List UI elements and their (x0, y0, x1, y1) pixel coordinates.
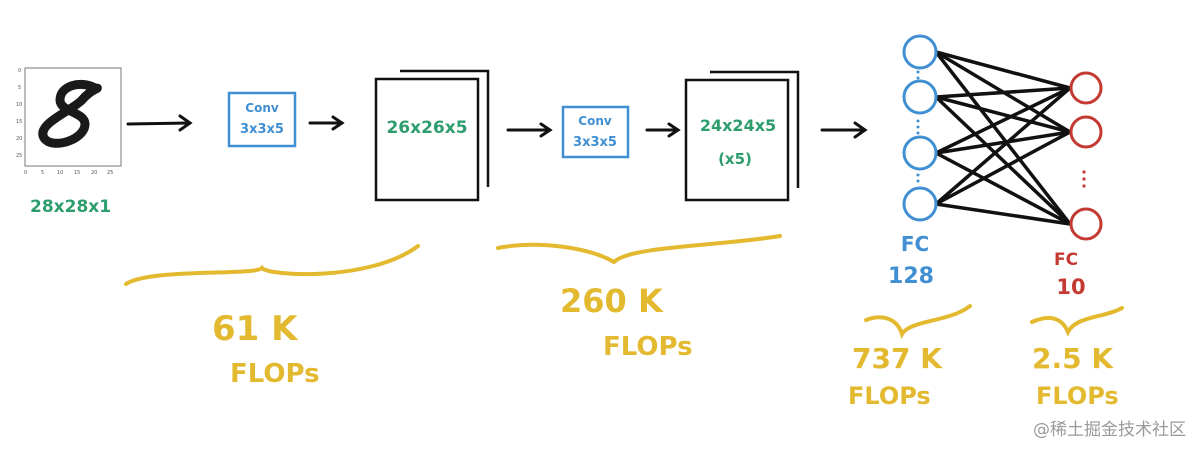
fc1-ellipsis (916, 70, 920, 183)
feature-map-2-front-sheet (684, 78, 790, 202)
flops-fc2-unit: FLOPs (1036, 382, 1119, 410)
feature-map-2: 24x24x5 (x5) (684, 70, 800, 202)
flops-conv1-value: 61 K (212, 309, 299, 349)
digit-eight-glyph (38, 80, 102, 148)
arrow-conv2-to-feature2 (645, 122, 681, 138)
fc-network: FC 128 FC 10 (888, 34, 1103, 299)
fc2-units: 10 (1056, 275, 1085, 299)
x-tick: 10 (57, 170, 63, 176)
y-tick: 10 (16, 102, 22, 108)
fc2-neurons (1069, 71, 1103, 241)
flops-conv2-unit: FLOPs (603, 332, 693, 362)
fc1-neuron (902, 79, 938, 115)
flops-conv2-value: 260 K (560, 282, 664, 320)
fc1-units: 128 (888, 264, 934, 289)
brace-conv2 (496, 234, 782, 265)
flops-fc2-value: 2.5 K (1032, 342, 1114, 375)
fc2-neuron (1069, 115, 1103, 149)
conv2-kernel: 3x3x5 (573, 135, 617, 150)
arrow-feature1-to-conv2 (506, 122, 553, 138)
flops-conv1-unit: FLOPs (230, 359, 320, 389)
conv2-box (561, 105, 630, 159)
fc2-neuron (1069, 207, 1103, 241)
fc-connections (934, 50, 1072, 226)
feature-map-1-front-sheet (374, 77, 480, 202)
feature-map-2-size: 24x24x5 (700, 116, 776, 135)
fc1-neuron (902, 34, 938, 70)
fc1-neuron (902, 186, 938, 222)
brace-conv1 (124, 244, 420, 286)
fc2-neuron (1069, 71, 1103, 105)
fc2-title: FC (1054, 250, 1078, 270)
feature-map-2-multiplier: (x5) (718, 150, 752, 168)
y-tick: 0 (18, 68, 21, 74)
feature-map-1-size: 26x26x5 (386, 118, 467, 138)
watermark: @稀土掘金技术社区 (1033, 420, 1186, 440)
x-tick: 5 (41, 170, 44, 176)
arrow-conv1-to-feature1 (308, 115, 345, 131)
x-tick: 25 (107, 170, 113, 176)
x-tick: 0 (24, 170, 27, 176)
fc1-title: FC (901, 232, 929, 256)
brace-fc1 (864, 304, 972, 339)
fc1-neurons (902, 34, 938, 222)
arrow-input-to-conv1 (126, 114, 193, 132)
input-image: 0 5 10 15 20 25 0 5 10 15 20 25 28x28x1 (16, 67, 122, 217)
flops-labels: 61 K FLOPs 260 K FLOPs 737 K FLOPs 2.5 K… (212, 282, 1119, 410)
input-size-label: 28x28x1 (30, 197, 111, 217)
conv2-title: Conv (578, 114, 612, 128)
input-axis-ticks: 0 5 10 15 20 25 0 5 10 15 20 25 (16, 68, 113, 176)
y-tick: 15 (16, 119, 22, 125)
x-tick: 20 (91, 170, 97, 176)
arrow-feature2-to-fc (820, 121, 868, 139)
y-tick: 25 (16, 153, 22, 159)
y-tick: 5 (18, 85, 21, 91)
x-tick: 15 (74, 170, 80, 176)
arrows (126, 114, 868, 139)
feature-map-2-back-sheet (710, 70, 800, 188)
conv1-title: Conv (245, 101, 279, 115)
feature-map-1: 26x26x5 (374, 69, 490, 202)
fc1-neuron (902, 135, 938, 171)
conv2-block: Conv 3x3x5 (561, 105, 630, 159)
conv1-box (227, 91, 297, 148)
feature-map-1-back-sheet (400, 69, 490, 187)
brace-fc2 (1030, 306, 1124, 337)
flops-fc1-unit: FLOPs (848, 382, 931, 410)
conv1-kernel: 3x3x5 (240, 122, 284, 137)
flops-fc1-value: 737 K (852, 342, 943, 375)
flops-braces (124, 234, 1124, 339)
conv1-block: Conv 3x3x5 (227, 91, 297, 148)
fc2-ellipsis (1082, 170, 1086, 188)
y-tick: 20 (16, 136, 22, 142)
